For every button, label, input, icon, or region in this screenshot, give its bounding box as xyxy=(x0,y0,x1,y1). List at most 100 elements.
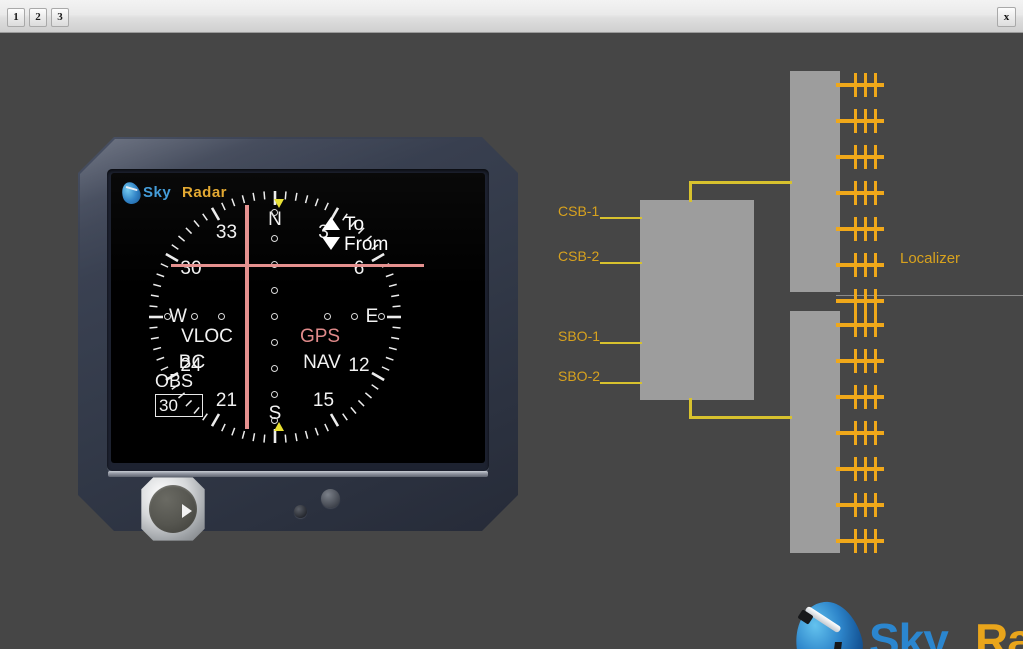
signal-label-csb-2: CSB-2 xyxy=(558,248,600,264)
antenna-element-2 xyxy=(864,109,867,133)
antenna-element-2 xyxy=(864,217,867,241)
antenna-element-3 xyxy=(874,457,877,481)
antenna-element-1 xyxy=(854,313,857,337)
antenna-element-1 xyxy=(854,253,857,277)
antenna-element-3 xyxy=(874,493,877,517)
runway-centerline xyxy=(836,295,1023,296)
lead-line-csb-2 xyxy=(600,262,642,264)
deviation-dot-v-0 xyxy=(271,209,278,216)
deviation-dot-v-5 xyxy=(271,339,278,346)
antenna-upper-4 xyxy=(836,181,884,205)
lead-line-sbo-1 xyxy=(600,342,642,344)
antenna-element-2 xyxy=(864,385,867,409)
antenna-lower-3 xyxy=(836,385,884,409)
screen-logo: Sky Radar xyxy=(119,179,242,207)
antenna-element-1 xyxy=(854,385,857,409)
antenna-element-3 xyxy=(874,421,877,445)
antenna-boom xyxy=(836,83,884,87)
antenna-element-3 xyxy=(874,529,877,553)
antenna-element-1 xyxy=(854,181,857,205)
antenna-element-2 xyxy=(864,421,867,445)
antenna-element-1 xyxy=(854,109,857,133)
antenna-boom xyxy=(836,299,884,303)
antenna-element-3 xyxy=(874,385,877,409)
antenna-boom xyxy=(836,467,884,471)
antenna-element-2 xyxy=(864,181,867,205)
obs-block: OBS 30 xyxy=(155,371,203,417)
antenna-boom xyxy=(836,503,884,507)
antenna-lower-6 xyxy=(836,493,884,517)
course-knob[interactable] xyxy=(140,476,206,542)
antenna-element-2 xyxy=(864,529,867,553)
antenna-boom xyxy=(836,323,884,327)
obs-label: OBS xyxy=(155,371,194,391)
lead-line-csb-1 xyxy=(600,217,642,219)
wire-top-horizontal xyxy=(689,181,792,184)
antenna-boom xyxy=(836,263,884,267)
footer-logo-sky-text: Sky xyxy=(869,614,949,649)
lead-line-sbo-2 xyxy=(600,382,642,384)
antenna-upper-1 xyxy=(836,73,884,97)
antenna-array-upper[interactable] xyxy=(790,71,840,292)
deviation-dot-v-6 xyxy=(271,365,278,372)
deviation-dot-v-7 xyxy=(271,391,278,398)
antenna-boom xyxy=(836,155,884,159)
antenna-array-lower[interactable] xyxy=(790,311,840,553)
course-index-top-marker xyxy=(274,199,284,208)
compass-label-21: 21 xyxy=(215,390,238,411)
logo-radar-text: Radar xyxy=(182,184,228,201)
compass-label-e: E xyxy=(365,306,379,327)
bezel-screw-left xyxy=(294,505,307,518)
antenna-element-1 xyxy=(854,145,857,169)
compass-label-33: 33 xyxy=(215,221,238,243)
compass-label-w: W xyxy=(169,306,187,327)
antenna-element-2 xyxy=(864,349,867,373)
transmitter-unit[interactable] xyxy=(640,200,754,400)
to-from-indicator: To From xyxy=(322,214,412,260)
ils-block-diagram: CSB-1 CSB-2 SBO-1 SBO-2 Localizer xyxy=(540,33,1023,649)
antenna-upper-6 xyxy=(836,253,884,277)
antenna-element-3 xyxy=(874,109,877,133)
deviation-dot-h-3 xyxy=(324,313,331,320)
wire-bottom-vertical xyxy=(689,398,692,419)
wire-bottom-horizontal xyxy=(689,416,792,419)
signal-label-sbo-2: SBO-2 xyxy=(558,368,601,384)
antenna-element-2 xyxy=(864,313,867,337)
top-toolbar: 1 2 3 x xyxy=(0,0,1023,33)
antenna-boom xyxy=(836,359,884,363)
toolbar-button-3[interactable]: 3 xyxy=(51,8,69,27)
toolbar-button-2[interactable]: 2 xyxy=(29,8,47,27)
antenna-element-3 xyxy=(874,181,877,205)
antenna-boom xyxy=(836,395,884,399)
satellite-dish-icon xyxy=(119,179,143,207)
cdi-course-needle xyxy=(245,205,249,429)
knob-pointer-icon xyxy=(182,504,192,518)
signal-label-csb-1: CSB-1 xyxy=(558,203,600,219)
mode-gps-label: GPS xyxy=(299,326,341,347)
close-button[interactable]: x xyxy=(997,7,1016,27)
dish-feed-arm-icon xyxy=(125,185,138,192)
antenna-element-3 xyxy=(874,145,877,169)
antenna-element-1 xyxy=(854,493,857,517)
antenna-lower-4 xyxy=(836,421,884,445)
antenna-upper-7 xyxy=(836,289,884,313)
deviation-dot-h-1 xyxy=(191,313,198,320)
footer-logo-radar-text: Radar xyxy=(975,614,1023,649)
antenna-element-3 xyxy=(874,289,877,313)
deviation-dot-v-4 xyxy=(271,313,278,320)
antenna-element-2 xyxy=(864,253,867,277)
bezel-screw-right xyxy=(321,489,340,508)
antenna-lower-5 xyxy=(836,457,884,481)
antenna-element-1 xyxy=(854,529,857,553)
deviation-dot-h-4 xyxy=(351,313,358,320)
compass-label-3: 3 xyxy=(318,221,329,243)
toolbar-button-1[interactable]: 1 xyxy=(7,8,25,27)
deviation-dot-v-3 xyxy=(271,287,278,294)
antenna-element-3 xyxy=(874,253,877,277)
compass-label-6: 6 xyxy=(353,257,365,279)
antenna-element-3 xyxy=(874,349,877,373)
antenna-boom xyxy=(836,191,884,195)
